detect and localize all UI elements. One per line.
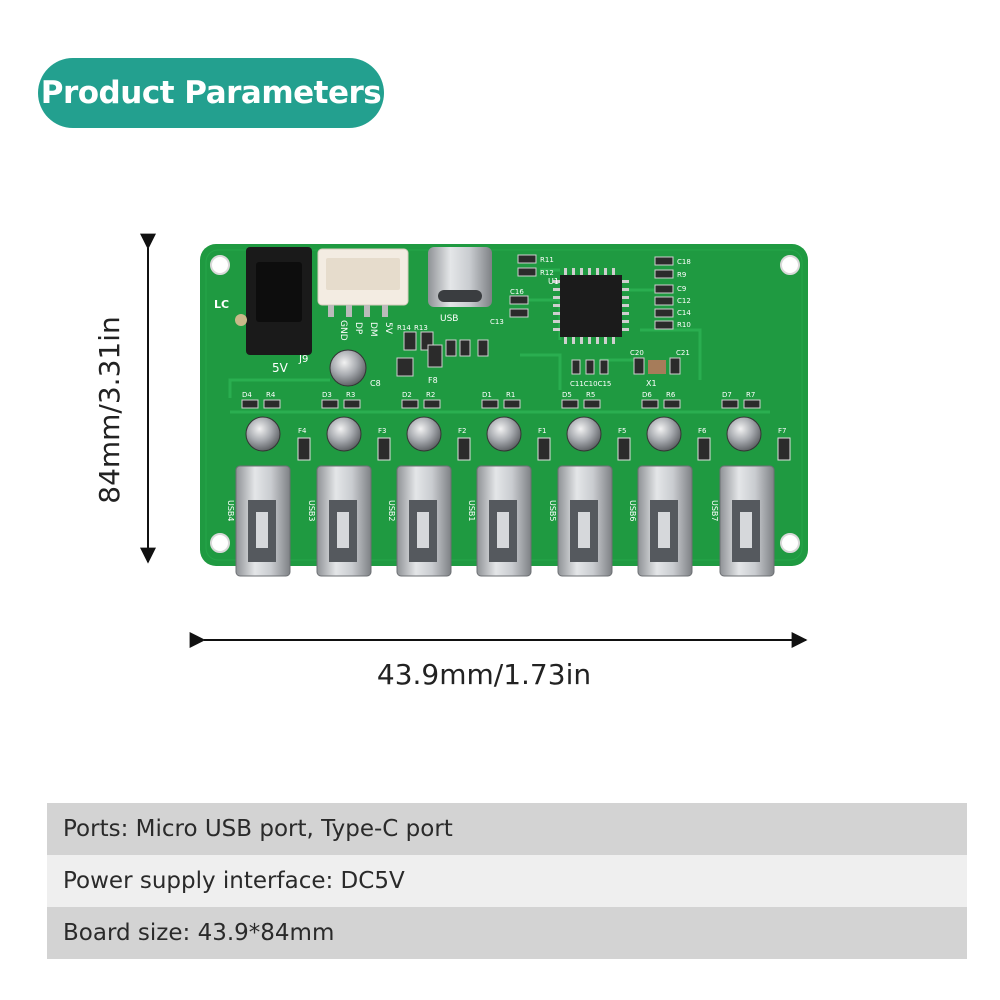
usb-port [316, 465, 372, 577]
parameters-table: Ports: Micro USB port, Type-C port Power… [47, 803, 967, 959]
parameter-text: Ports: Micro USB port, Type-C port [63, 816, 453, 842]
silk-label: R13 [414, 324, 428, 332]
silk-usb: USB [440, 314, 458, 324]
port-capacitors [245, 416, 762, 452]
silk-label: R10 [677, 321, 691, 329]
silk-diode: D2 [402, 391, 412, 399]
silk-diode: D7 [722, 391, 732, 399]
parameter-row-size: Board size: 43.9*84mm [47, 907, 967, 959]
silk-resistor: R6 [666, 391, 676, 399]
silk-port-label: USB6 [628, 500, 637, 522]
silk-diode: D1 [482, 391, 492, 399]
silk-fuse: F4 [298, 427, 307, 435]
board-illustration: LC J9 5V USB GND DP DM 5V C8 F8 U1 X1 C1… [140, 233, 808, 648]
product-parameters-badge: Product Parameters [38, 58, 384, 128]
jst-connector [317, 248, 409, 317]
crystal [648, 360, 666, 374]
dc-jack [235, 247, 312, 355]
silk-diode: D5 [562, 391, 572, 399]
silk-label: C12 [677, 297, 691, 305]
silk-label: C11C10C15 [570, 380, 611, 388]
type-c-port [428, 247, 492, 307]
silk-label: C21 [676, 349, 690, 357]
silk-fuse: F6 [698, 427, 707, 435]
diode-resistor-row [241, 399, 761, 409]
parameter-text: Power supply interface: DC5V [63, 868, 405, 894]
usb-ports [235, 465, 775, 577]
silk-pin: DM [368, 322, 378, 337]
usb-port [637, 465, 693, 577]
silk-label: R9 [677, 271, 686, 279]
capacitor-c8 [329, 349, 367, 387]
silk-resistor: R7 [746, 391, 755, 399]
usb-port [396, 465, 452, 577]
silk-fuse: F3 [378, 427, 386, 435]
board-figure: LC J9 5V USB GND DP DM 5V C8 F8 U1 X1 C1… [140, 233, 808, 648]
silk-port-label: USB5 [548, 500, 557, 522]
silk-port-label: USB4 [226, 500, 235, 522]
usb-port [235, 465, 291, 577]
silk-label: C13 [490, 318, 504, 326]
silk-resistor: R4 [266, 391, 276, 399]
silk-label: C9 [677, 285, 686, 293]
silk-fuse: F7 [778, 427, 786, 435]
silk-pin: GND [338, 320, 348, 341]
silk-logo: LC [214, 298, 229, 311]
parameter-text: Board size: 43.9*84mm [63, 920, 335, 946]
width-dimension-label: 43.9mm/1.73in [376, 658, 592, 691]
silk-jack: J9 [298, 354, 308, 365]
silk-diode: D6 [642, 391, 652, 399]
silk-label: R12 [540, 269, 554, 277]
silk-label: X1 [646, 379, 657, 388]
silk-label: C8 [370, 379, 381, 388]
silk-label: C16 [510, 288, 524, 296]
fuses [297, 437, 791, 461]
usb-port [476, 465, 532, 577]
silk-resistor: R5 [586, 391, 595, 399]
silk-pin: 5V [383, 322, 393, 335]
silk-label: R11 [540, 256, 554, 264]
silk-port-label: USB7 [710, 500, 719, 522]
silk-diode: D4 [242, 391, 252, 399]
badge-title: Product Parameters [40, 75, 382, 111]
usb-port [557, 465, 613, 577]
silk-label: C14 [677, 309, 691, 317]
silk-label: R14 [397, 324, 411, 332]
silk-port-label: USB3 [307, 500, 316, 522]
silk-resistor: R3 [346, 391, 355, 399]
silk-resistor: R1 [506, 391, 515, 399]
mounting-holes [210, 255, 800, 553]
parameter-row-ports: Ports: Micro USB port, Type-C port [47, 803, 967, 855]
silk-fuse: F5 [618, 427, 626, 435]
parameter-row-power: Power supply interface: DC5V [47, 855, 967, 907]
hub-ic [553, 268, 629, 344]
silk-label: F8 [428, 376, 438, 385]
usb-port [719, 465, 775, 577]
silk-resistor: R2 [426, 391, 435, 399]
height-dimension-label: 84mm/3.31in [93, 316, 126, 504]
silk-port-label: USB2 [387, 500, 396, 522]
silk-label: U1 [548, 277, 559, 286]
silk-label: C20 [630, 349, 644, 357]
silk-fuse: F1 [538, 427, 546, 435]
silk-power: 5V [272, 361, 289, 375]
silk-diode: D3 [322, 391, 332, 399]
smd-components [396, 254, 681, 377]
silk-fuse: F2 [458, 427, 466, 435]
silk-pin: DP [353, 322, 363, 335]
silk-label: C18 [677, 258, 691, 266]
silk-port-label: USB1 [467, 500, 476, 522]
